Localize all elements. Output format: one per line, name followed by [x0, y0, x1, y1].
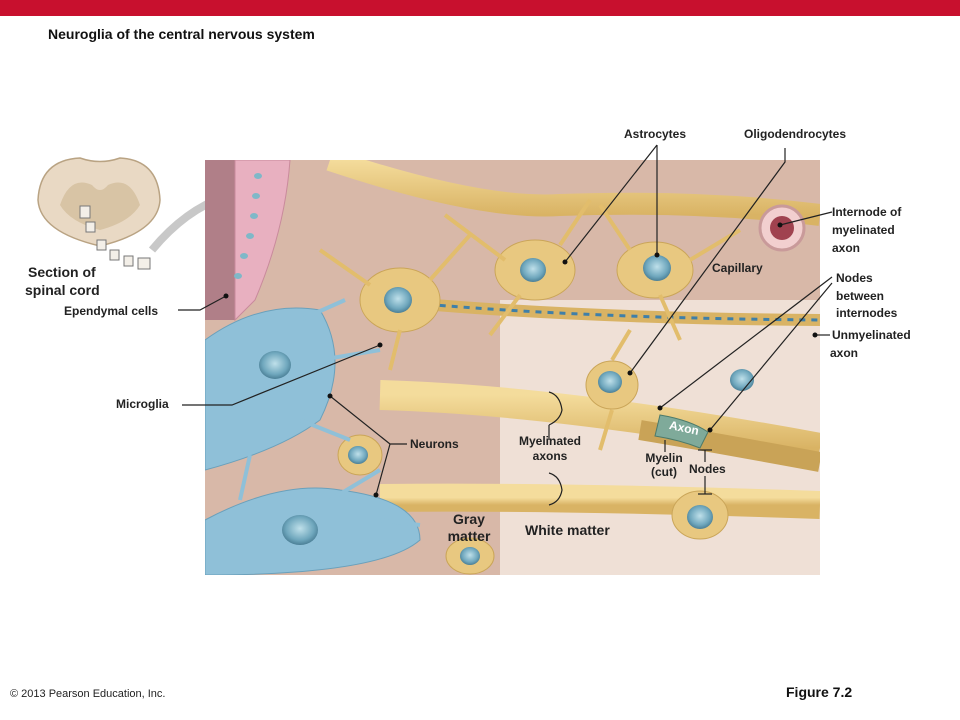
- figure-title: Neuroglia of the central nervous system: [48, 26, 315, 42]
- label-ependymal-cells: Ependymal cells: [64, 304, 159, 318]
- leader-dots: [223, 222, 818, 498]
- label-nodes-between-line1: Nodes: [836, 271, 873, 285]
- copyright-notice: © 2013 Pearson Education, Inc.: [10, 688, 166, 700]
- label-nodes: Nodes: [689, 462, 726, 476]
- label-oligodendrocytes: Oligodendrocytes: [744, 127, 847, 141]
- label-gray-matter-line1: Gray: [453, 511, 485, 527]
- axon-cut-section: [654, 414, 709, 449]
- label-unmyelinated-line2: axon: [830, 346, 859, 360]
- top-accent-bar: [0, 0, 960, 16]
- label-internode-line3: axon: [832, 241, 861, 255]
- label-myelin-line2: (cut): [651, 465, 677, 479]
- leader-lines: [178, 144, 833, 506]
- label-white-matter: White matter: [525, 522, 610, 538]
- label-neurons: Neurons: [410, 437, 459, 451]
- label-unmyelinated-line1: Unmyelinated: [832, 328, 911, 342]
- label-myelinated-line1: Myelinated: [518, 434, 581, 448]
- label-myelin-line1: Myelin: [645, 451, 683, 465]
- label-myelinated-line2: axons: [532, 449, 568, 463]
- tissue-panel: [205, 160, 820, 575]
- label-nodes-between-line2: between: [836, 289, 885, 303]
- label-internode-line1: Internode of: [832, 205, 902, 219]
- figure-number: Figure 7.2: [786, 684, 853, 700]
- label-gray-matter-line2: matter: [447, 528, 491, 544]
- label-nodes-between-line3: internodes: [836, 306, 898, 320]
- label-section-line1: Section of: [28, 264, 96, 280]
- label-internode-line2: myelinated: [832, 223, 895, 237]
- label-astrocytes: Astrocytes: [624, 127, 687, 141]
- spinal-cord-section: [37, 157, 161, 270]
- label-section-line2: spinal cord: [25, 282, 100, 298]
- label-microglia: Microglia: [116, 397, 169, 411]
- label-capillary: Capillary: [712, 261, 763, 275]
